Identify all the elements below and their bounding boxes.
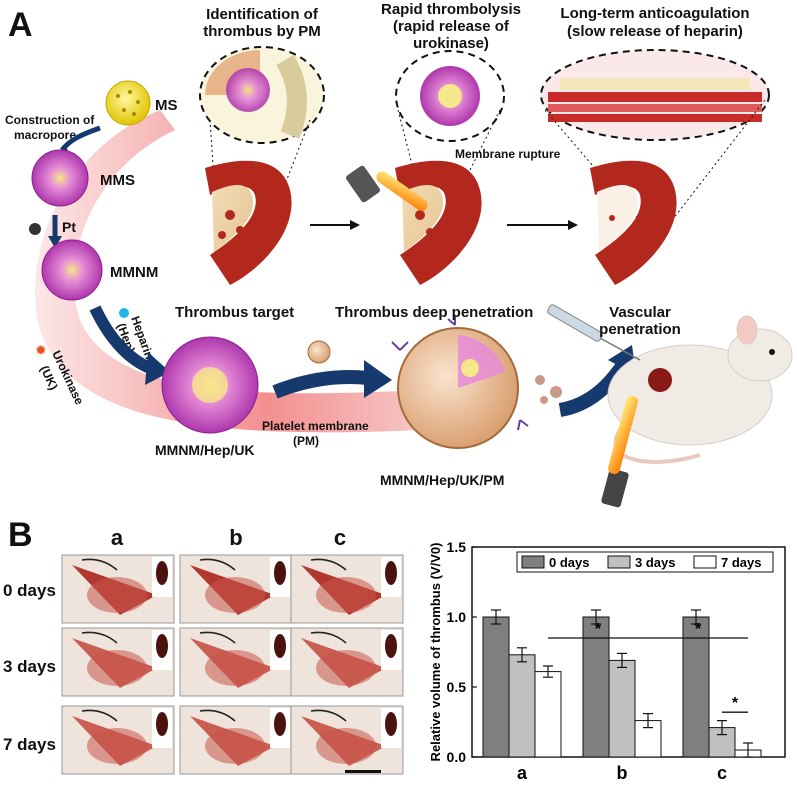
- arrow-penetration-to-vascular-icon: [507, 220, 578, 230]
- bar-a-7days: [534, 671, 562, 758]
- y-axis-label: Relative volume of thrombus (V/V0): [428, 543, 443, 762]
- row-label-0days: 0 days: [3, 581, 56, 600]
- legend-label: 7 days: [721, 555, 761, 570]
- zoom-identification-icon: [199, 46, 325, 144]
- col-label-a: a: [111, 525, 124, 550]
- chart-legend: 0 days 3 days 7 days: [516, 551, 774, 573]
- y-tick-label: 1.5: [447, 539, 467, 555]
- zoom-rapid-icon: [395, 50, 505, 142]
- ms-sphere-icon: [105, 80, 151, 126]
- construction-label-2: macropore: [14, 128, 76, 142]
- panel-a-letter: A: [8, 6, 33, 44]
- zoom-long-term-icon: [540, 49, 770, 141]
- thrombus-volume-chart: 0.0 0.5 1.0 1.5 Relative volume of thrombus …: [428, 539, 786, 783]
- bar-a-0days: [482, 616, 510, 758]
- photo-c-1: [290, 627, 404, 697]
- arrow-target-to-penetration-icon: [310, 220, 360, 230]
- bar-a-3days: [508, 654, 536, 758]
- mms-sphere-icon: [31, 149, 89, 207]
- legend-swatch: [607, 555, 631, 569]
- mmnm-hep-uk-label: MMNM/Hep/UK: [155, 442, 255, 458]
- legend-swatch: [521, 555, 545, 569]
- legend-label: 0 days: [549, 555, 589, 570]
- arrow-to-pm-particle-icon: [272, 369, 369, 399]
- photo-c-0: [290, 554, 404, 624]
- construction-label-1: Construction of: [5, 113, 95, 127]
- mmnm-label: MMNM: [110, 264, 158, 281]
- deep-penetration-label: Thrombus deep penetration: [335, 304, 533, 321]
- membrane-rupture-label: Membrane rupture: [455, 147, 561, 161]
- legend-swatch: [693, 555, 717, 569]
- pm-label-2: (PM): [293, 434, 319, 448]
- row-label-3days: 3 days: [3, 657, 56, 676]
- vessel-vascular-penetration-icon: [590, 160, 677, 285]
- legend-label: 3 days: [635, 555, 675, 570]
- thrombus-photo-grid: [61, 554, 404, 775]
- vessel-deep-penetration-icon: [395, 160, 482, 285]
- y-tick-label: 0.5: [447, 679, 467, 695]
- mms-label: MMS: [100, 172, 135, 189]
- photo-b-0: [179, 554, 293, 624]
- title-rapid-2: (rapid release of: [393, 18, 510, 35]
- scale-bar: [345, 770, 381, 773]
- vascular-label-2: penetration: [599, 321, 681, 338]
- pm-vesicle-icon: [307, 340, 331, 364]
- mouse-icon: [607, 315, 793, 464]
- x-tick-label-a: a: [517, 763, 528, 783]
- heparin-icon: [119, 308, 129, 318]
- urokinase-icon: ✹: [35, 342, 47, 358]
- arrow-mmnm-to-mmnm-hep-uk-icon: [89, 305, 153, 374]
- panel-b-letter: B: [8, 516, 33, 554]
- synthesis-path-band: [35, 110, 420, 433]
- vessel-thrombus-target-icon: [205, 160, 292, 285]
- significance-star: *: [595, 621, 602, 638]
- title-long-term-1: Long-term anticoagulation: [560, 5, 749, 22]
- photo-b-1: [179, 627, 293, 697]
- ms-label: MS: [155, 97, 178, 114]
- significance-star: *: [695, 621, 702, 638]
- title-rapid-3: urokinase): [413, 35, 489, 52]
- row-label-7days: 7 days: [3, 735, 56, 754]
- y-tick-label: 0.0: [447, 749, 467, 765]
- bar-b-3days: [608, 659, 636, 758]
- x-tick-label-b: b: [617, 763, 628, 783]
- y-tick-label: 1.0: [447, 609, 467, 625]
- title-rapid-1: Rapid thrombolysis: [381, 1, 521, 18]
- significance-star: *: [732, 695, 739, 712]
- pt-label: Pt: [62, 219, 76, 235]
- photo-c-2: [290, 705, 404, 775]
- mmnm-sphere-icon: [41, 239, 103, 301]
- laser-top-icon: [345, 165, 428, 211]
- syringe-icon: [547, 304, 641, 361]
- col-label-b: b: [229, 525, 242, 550]
- laser-pointer-icon: [601, 395, 639, 508]
- photo-b-2: [179, 705, 293, 775]
- vascular-label-1: Vascular: [609, 304, 671, 321]
- photo-a-0: [61, 554, 175, 624]
- photo-a-2: [61, 705, 175, 775]
- title-long-term-2: (slow release of heparin): [567, 23, 743, 40]
- photo-a-1: [61, 627, 175, 697]
- col-label-c: c: [334, 525, 346, 550]
- title-identification-2: thrombus by PM: [203, 23, 321, 40]
- mmnm-hep-uk-pm-label: MMNM/Hep/UK/PM: [380, 472, 504, 488]
- mmnm-hep-uk-pm-particle-icon: [391, 315, 529, 449]
- x-tick-label-c: c: [717, 763, 727, 783]
- pm-label-1: Platelet membrane: [262, 419, 369, 433]
- bar-c-0days: [682, 616, 710, 758]
- title-identification-1: Identification of: [206, 6, 319, 23]
- thrombus-target-label: Thrombus target: [175, 304, 294, 321]
- pt-particle-icon: [29, 223, 41, 235]
